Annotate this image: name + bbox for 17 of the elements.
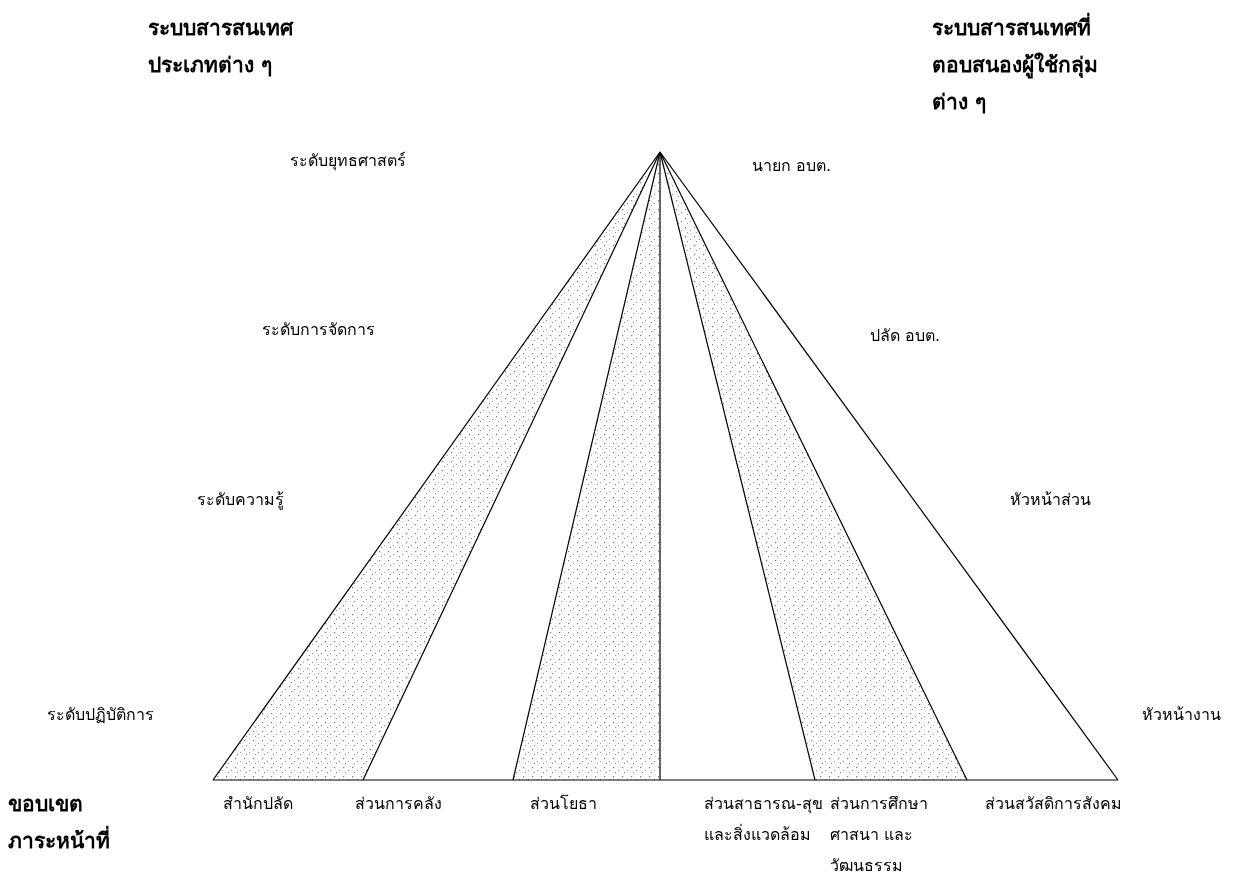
division-label: ส่วนการคลัง [355,793,442,815]
role-label: ปลัด อบต. [870,325,941,347]
heading: ขอบเขตภาระหน้าที่ [8,791,111,855]
division-label: ส่วนสวัสดิการสังคม [985,793,1123,815]
heading: ระบบสารสนเทศประเภทต่าง ๆ [148,15,295,79]
level-label: ระดับปฏิบัติการ [47,704,154,726]
level-label: ระดับการจัดการ [262,319,375,341]
division-label: ส่วนสาธารณ-สุขและสิ่งแวดล้อม [704,793,824,846]
division-label: สำนักปลัด [223,793,293,815]
division-label: ส่วนโยธา [530,793,597,815]
level-label: ระดับยุทธศาสตร์ [290,150,406,173]
role-label: หัวหน้างาน [1142,704,1221,726]
division-label: ส่วนการศึกษาศาสนา และวัฒนธรรม [830,793,929,877]
role-label: หัวหน้าส่วน [1010,489,1091,511]
level-label: ระดับความรู้ [197,489,284,512]
heading: ระบบสารสนเทศที่ตอบสนองผู้ใช้กลุ่มต่าง ๆ [932,10,1127,121]
role-label: นายก อบต. [752,155,832,177]
